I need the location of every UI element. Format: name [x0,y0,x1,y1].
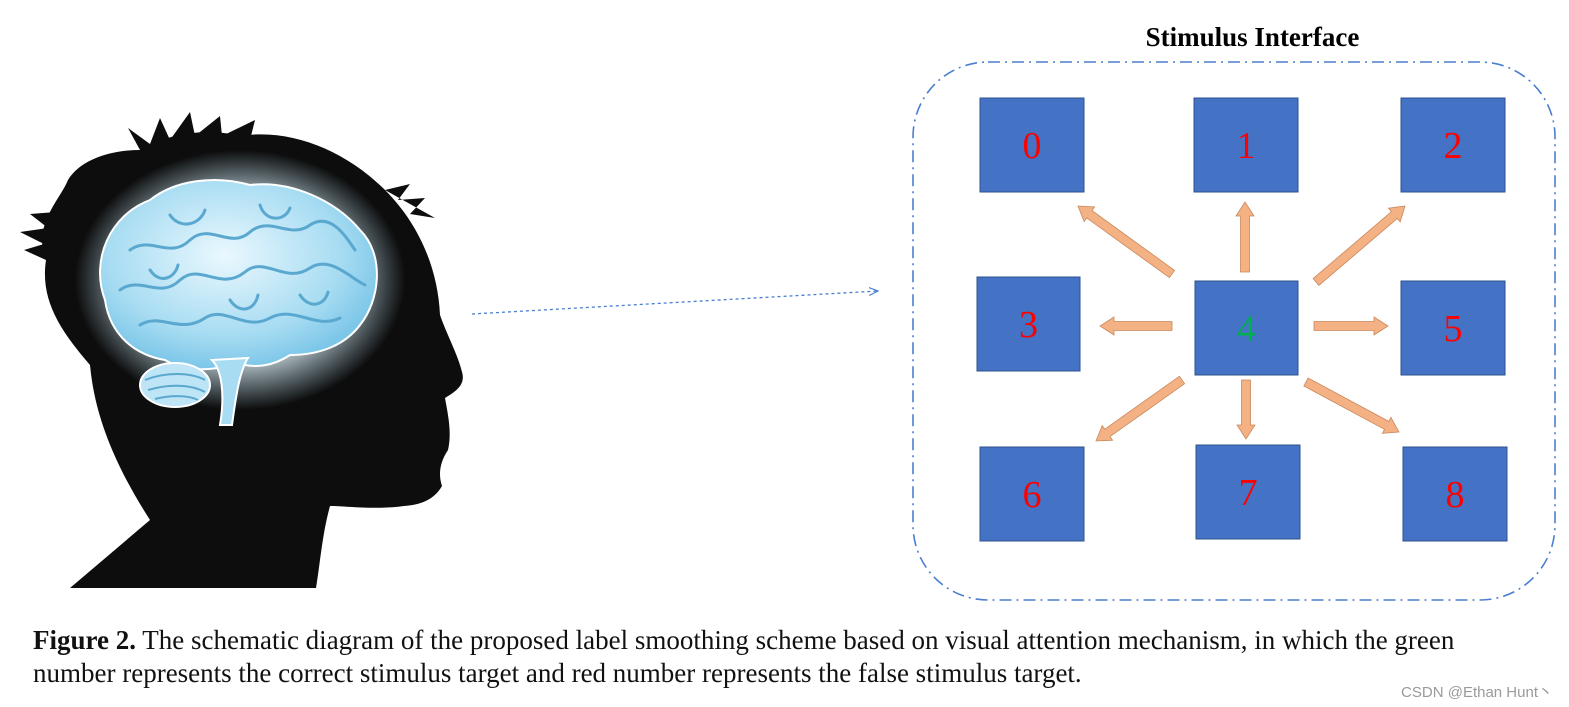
hair-strands [128,112,255,150]
figure-diagram: 0 1 2 3 4 5 6 7 8 [20,61,1556,601]
watermark: CSDN @Ethan Hunt丶 [1401,684,1553,701]
stimulus-interface-frame [912,61,1556,601]
false-target-label: 0 [1023,125,1042,167]
stimulus-target-box [1402,446,1508,542]
stimulus-target-box [1400,97,1506,193]
attention-arrow-to-7 [1236,379,1256,440]
false-target-label: 3 [1019,304,1038,346]
stimulus-target-7: 7 [1195,444,1301,540]
stimulus-target-box [979,97,1085,193]
stimulus-target-0: 0 [979,97,1085,193]
stimulus-target-box [1194,280,1299,376]
stimulus-target-box [1195,444,1301,540]
hair-strands-back [20,212,56,260]
figure-caption-text: The schematic diagram of the proposed la… [33,625,1455,688]
figure-caption-label: Figure 2. [33,625,136,655]
stimulus-target-8: 8 [1402,446,1508,542]
attention-arrow-to-1 [1235,201,1255,273]
stimulus-target-4: 4 [1194,280,1299,376]
false-target-label: 5 [1444,308,1463,350]
attention-arrow-to-6 [1095,375,1186,442]
attention-arrow-to-3 [1099,316,1173,336]
stimulus-target-2: 2 [1400,97,1506,193]
hair-fringe [385,184,435,218]
stimulus-target-box [1193,97,1299,193]
stimulus-target-box [976,276,1081,372]
attention-arrow-to-8 [1303,377,1400,434]
false-target-label: 2 [1444,125,1463,167]
stimulus-target-box [1400,280,1506,376]
correct-target-label: 4 [1237,308,1256,350]
stimulus-target-3: 3 [976,276,1081,372]
false-target-label: 7 [1239,472,1258,514]
attention-arrow-to-2 [1312,205,1406,286]
attention-arrow-to-0 [1077,205,1176,279]
false-target-label: 8 [1446,474,1465,516]
attention-arrow-to-5 [1313,316,1389,336]
figure-caption: Figure 2. The schematic diagram of the p… [33,624,1533,690]
stimulus-target-1: 1 [1193,97,1299,193]
brain-icon [99,179,378,426]
stimulus-interface-title: Stimulus Interface [1145,22,1360,52]
stimulus-target-6: 6 [979,446,1085,542]
false-target-label: 6 [1023,474,1042,516]
stimulus-target-box [979,446,1085,542]
stimulus-target-5: 5 [1400,280,1506,376]
gaze-line [471,291,878,315]
false-target-label: 1 [1237,125,1256,167]
head-silhouette-with-brain-icon [20,112,463,588]
